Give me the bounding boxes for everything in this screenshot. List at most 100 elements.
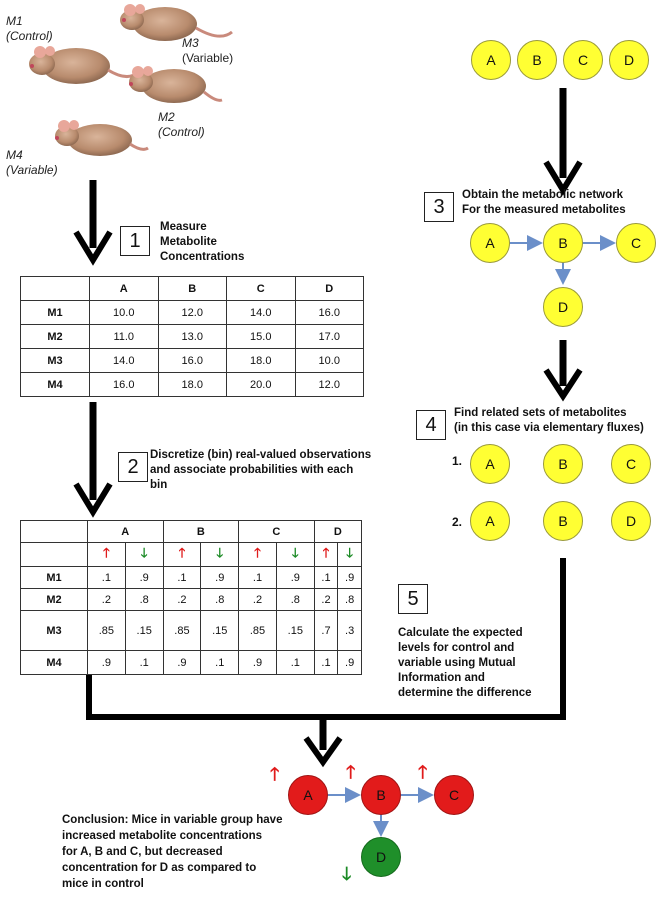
step-text-line: levels for control and — [398, 642, 515, 654]
table-cell: .9 — [275, 566, 315, 589]
row-label: M1 — [20, 300, 90, 325]
table-cell: .2 — [313, 588, 339, 611]
mouse-m1-image — [29, 46, 140, 84]
step-text-line: Discretize (bin) real-valued observation… — [150, 449, 372, 461]
network-node-c: C — [616, 223, 656, 263]
table-cell: 10.0 — [294, 348, 364, 373]
mouse-group: (Variable) — [182, 51, 234, 65]
table-cell: .85 — [87, 610, 126, 651]
up-arrow-icon: 🡑 — [418, 762, 428, 782]
table-cell: .1 — [313, 650, 339, 675]
set-1-node: B — [543, 444, 583, 484]
step-text-line: (in this case via elementary fluxes) — [454, 422, 644, 434]
conclusion-line: concentration for D as compared to — [62, 862, 257, 874]
step-text-line: determine the difference — [398, 687, 532, 699]
table-cell: .7 — [313, 610, 339, 651]
table-cell: .85 — [162, 610, 202, 651]
step-2-text: Discretize (bin) real-valued observation… — [150, 448, 371, 493]
table-cell: .9 — [337, 566, 362, 589]
network-node-a: A — [470, 223, 510, 263]
up-arrow-icon: 🡑 — [313, 542, 339, 567]
concentration-table: A B C D M1 10.0 12.0 14.0 16.0 M2 11.0 1… — [20, 276, 364, 397]
set-1-node: C — [611, 444, 651, 484]
table-cell: 11.0 — [89, 324, 159, 349]
table-cell: .1 — [162, 566, 202, 589]
flow-arrow-step2 — [73, 402, 113, 518]
table-cell: .2 — [162, 588, 202, 611]
table-cell: .9 — [200, 566, 240, 589]
metabolite-node-b: B — [517, 40, 557, 80]
step-1-number: 1 — [120, 226, 150, 256]
table-cell: .9 — [87, 650, 126, 675]
step-text-line: and associate probabilities with each — [150, 464, 354, 476]
group-header: B — [162, 520, 240, 543]
table-cell: .1 — [238, 566, 277, 589]
set-2-node: D — [611, 501, 651, 541]
merge-connector — [86, 558, 566, 768]
table-cell: 14.0 — [226, 300, 296, 325]
row-label: M2 — [20, 324, 90, 349]
table-cell: 15.0 — [226, 324, 296, 349]
down-arrow-icon: 🡓 — [200, 542, 240, 567]
table-corner-cell — [20, 520, 88, 543]
table-cell: .3 — [337, 610, 362, 651]
up-arrow-icon: 🡑 — [270, 764, 280, 784]
table-cell: .9 — [162, 650, 202, 675]
mouse-m4-image — [55, 120, 149, 156]
table-cell: .85 — [238, 610, 277, 651]
result-node-d: D — [361, 837, 401, 877]
step-3-text: Obtain the metabolic network For the mea… — [462, 188, 626, 218]
group-header: D — [313, 520, 363, 543]
table-row: M4 .9 .1 .9 .1 .9 .1 .1 .9 — [20, 650, 362, 675]
table-row: M2 .2 .8 .2 .8 .2 .8 .2 .8 — [20, 588, 362, 611]
table-cell: .9 — [238, 650, 277, 675]
table-cell: 17.0 — [294, 324, 364, 349]
step-text-line: variable using Mutual — [398, 657, 516, 669]
table-cell: .8 — [275, 588, 315, 611]
table-cell: 16.0 — [89, 372, 159, 397]
mouse-group: (Control) — [6, 29, 53, 43]
set-2-number: 2. — [452, 515, 463, 529]
column-header: B — [157, 276, 227, 301]
table-cell: 18.0 — [157, 372, 227, 397]
row-label: M3 — [20, 610, 88, 651]
up-arrow-icon: 🡑 — [346, 762, 356, 782]
step-text-line: For the measured metabolites — [462, 204, 626, 216]
table-cell: 10.0 — [89, 300, 159, 325]
column-header: D — [294, 276, 364, 301]
flow-arrow-step1 — [73, 180, 113, 266]
set-2-node: A — [470, 501, 510, 541]
table-cell: .1 — [313, 566, 339, 589]
flow-arrow-step3 — [543, 88, 583, 196]
network-node-d: D — [543, 287, 583, 327]
group-header: C — [238, 520, 315, 543]
mouse-group: (Control) — [158, 125, 205, 139]
mouse-m3-image — [120, 4, 233, 41]
result-node-a: A — [288, 775, 328, 815]
table-cell: .9 — [124, 566, 164, 589]
table-row: M2 11.0 13.0 15.0 17.0 — [20, 324, 364, 349]
table-row: M1 10.0 12.0 14.0 16.0 — [20, 300, 364, 325]
step-text-line: Measure — [160, 221, 207, 233]
step-text-line: Calculate the expected — [398, 627, 523, 639]
step-5-number: 5 — [398, 584, 428, 614]
table-cell: 20.0 — [226, 372, 296, 397]
step-1-text: Measure Metabolite Concentrations — [160, 220, 244, 265]
conclusion-text: Conclusion: Mice in variable group have … — [62, 812, 282, 892]
table-cell: .15 — [200, 610, 240, 651]
mouse-m4-label: M4 (Variable) — [6, 148, 58, 178]
group-header: A — [87, 520, 164, 543]
result-node-c: C — [434, 775, 474, 815]
set-1-number: 1. — [452, 454, 463, 468]
table-row: M4 16.0 18.0 20.0 12.0 — [20, 372, 364, 397]
table-cell: .1 — [200, 650, 240, 675]
row-label: M2 — [20, 588, 88, 611]
table-cell: .15 — [124, 610, 164, 651]
table-row: M1 .1 .9 .1 .9 .1 .9 .1 .9 — [20, 566, 362, 589]
table-cell: 12.0 — [294, 372, 364, 397]
table-cell: .8 — [124, 588, 164, 611]
mouse-m3-label: M3 (Variable) — [182, 36, 233, 66]
table-cell: .8 — [200, 588, 240, 611]
up-arrow-icon: 🡑 — [238, 542, 277, 567]
